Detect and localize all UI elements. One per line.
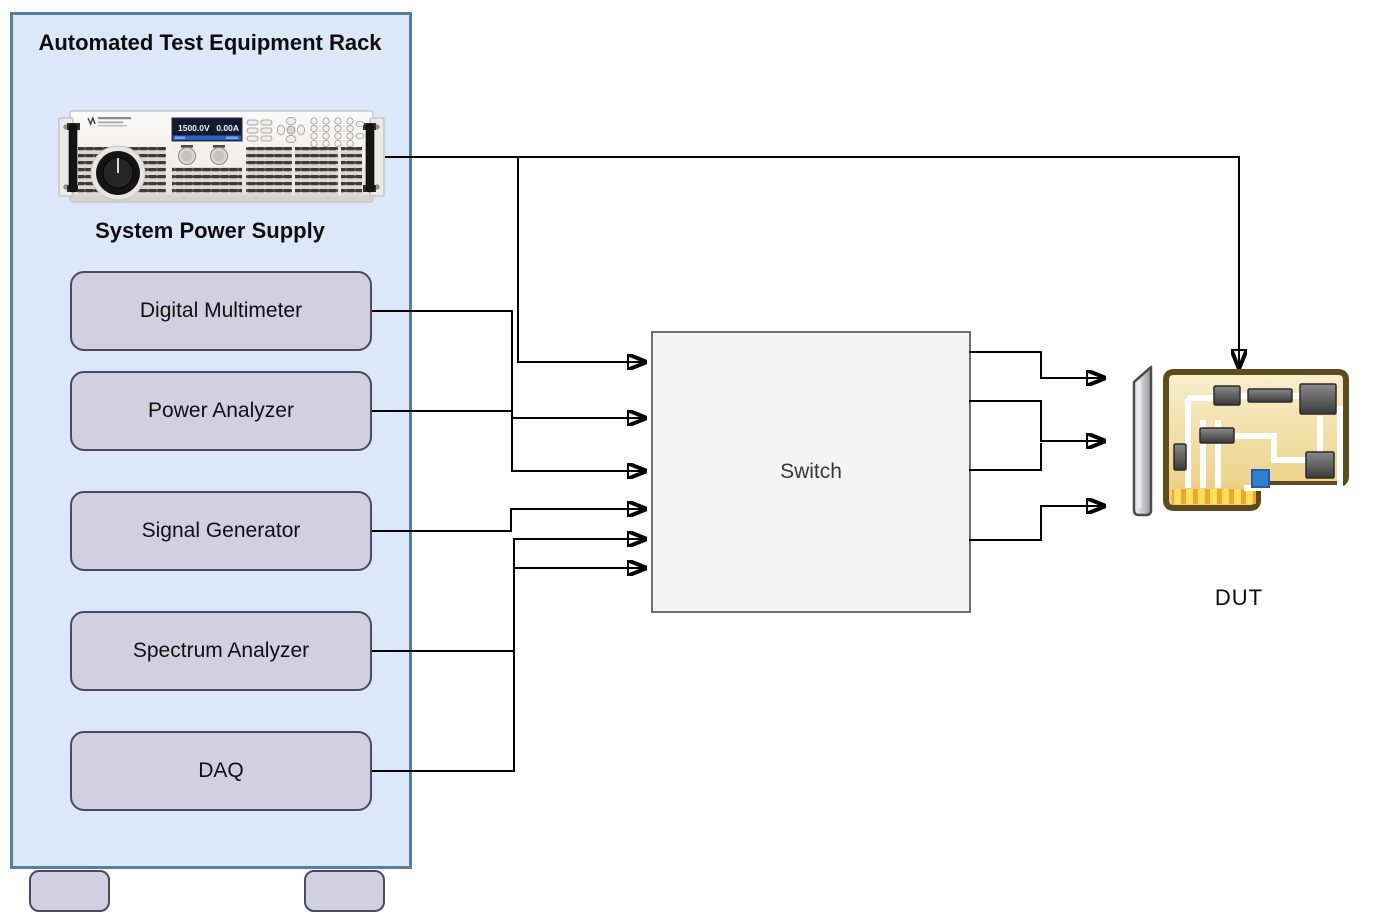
switch-box: Switch bbox=[651, 331, 971, 613]
psu-softkey-buttons bbox=[246, 119, 273, 142]
psu-keypad bbox=[310, 117, 365, 148]
instrument-label: DAQ bbox=[198, 759, 244, 782]
dut-board bbox=[1163, 369, 1349, 511]
instrument-box-power-analyzer: Power Analyzer bbox=[70, 371, 372, 451]
dut-bracket bbox=[1132, 365, 1153, 517]
rack-foot-left bbox=[29, 870, 110, 912]
connector-psu-to-switch bbox=[517, 157, 646, 362]
instrument-box-daq: DAQ bbox=[70, 731, 372, 811]
instrument-box-signal-generator: Signal Generator bbox=[70, 491, 372, 571]
instrument-label: Spectrum Analyzer bbox=[132, 639, 310, 662]
connector-switch-to-dut-2 bbox=[969, 400, 1105, 441]
rack-foot-right bbox=[304, 870, 385, 912]
psu-brand-logo bbox=[87, 115, 131, 127]
rack-title: Automated Test Equipment Rack bbox=[38, 30, 382, 55]
system-power-supply-image: 1500.0V 0.00A bbox=[58, 110, 385, 203]
connector-dmm-to-switch bbox=[372, 310, 646, 418]
dut-gold-fingers bbox=[1172, 489, 1256, 504]
connector-daq-to-switch bbox=[372, 568, 646, 772]
instrument-label: Digital Multimeter bbox=[139, 299, 303, 322]
psu-current-readout: 0.00A bbox=[216, 123, 239, 133]
power-supply-label: System Power Supply bbox=[95, 218, 325, 243]
instrument-box-spectrum-analyzer: Spectrum Analyzer bbox=[70, 611, 372, 691]
connector-signal-generator-to-switch bbox=[372, 509, 646, 532]
dut-blue-component bbox=[1251, 469, 1270, 488]
psu-display: 1500.0V 0.00A bbox=[171, 117, 243, 142]
switch-label: Switch bbox=[780, 460, 842, 483]
psu-power-knob bbox=[90, 145, 146, 201]
dut-chips bbox=[1173, 383, 1337, 479]
connector-power-analyzer-to-switch bbox=[372, 410, 646, 471]
instrument-box-digital-multimeter: Digital Multimeter bbox=[70, 271, 372, 351]
dut-card-icon bbox=[1132, 365, 1349, 517]
psu-adjust-knobs bbox=[172, 144, 242, 167]
instrument-label: Power Analyzer bbox=[148, 399, 294, 422]
psu-handle-left bbox=[67, 123, 80, 193]
connector-switch-to-dut-1 bbox=[969, 351, 1105, 378]
connector-switch-to-dut-3 bbox=[969, 506, 1105, 541]
psu-arrow-pad bbox=[277, 117, 305, 143]
dut-label: DUT bbox=[1214, 585, 1264, 610]
psu-base bbox=[70, 195, 373, 202]
connector-spectrum-analyzer-to-switch bbox=[372, 539, 646, 652]
connector-switch-out-merge bbox=[969, 443, 1042, 471]
psu-voltage-readout: 1500.0V bbox=[178, 123, 210, 133]
instrument-label: Signal Generator bbox=[141, 519, 301, 542]
psu-handle-right bbox=[363, 123, 376, 193]
